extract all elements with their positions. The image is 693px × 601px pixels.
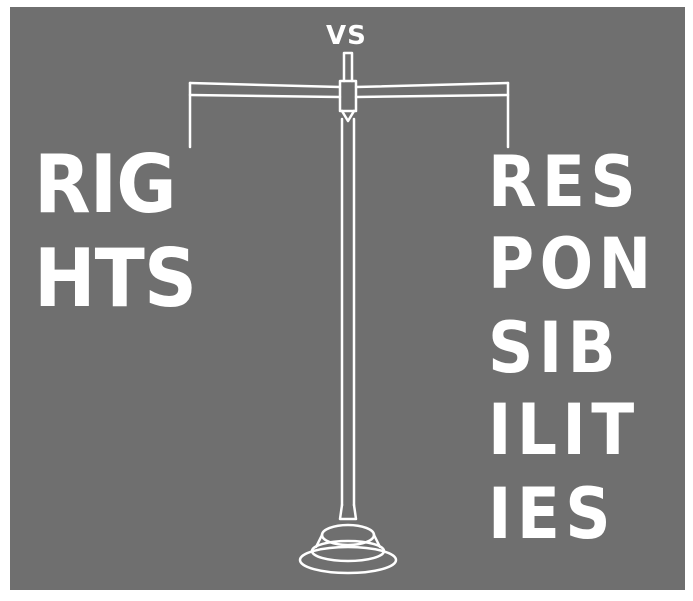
scale-crossbeam-left bbox=[190, 83, 340, 97]
responsibilities-line-3: SIB bbox=[488, 313, 621, 383]
responsibilities-line-5: IES bbox=[488, 479, 616, 549]
chalkboard-illustration: VS RIG HTS RES PON SIB ILIT IES bbox=[10, 7, 685, 590]
scale-collar bbox=[342, 111, 354, 121]
scale-finial bbox=[344, 53, 352, 81]
scale-neck bbox=[340, 505, 356, 519]
scale-crossbeam-right bbox=[356, 83, 508, 97]
responsibilities-line-1: RES bbox=[488, 147, 641, 217]
responsibilities-line-4: ILIT bbox=[488, 395, 640, 465]
scale-pivot bbox=[340, 81, 356, 111]
rights-line-1: RIG bbox=[34, 145, 176, 225]
scale-column bbox=[342, 119, 354, 505]
vs-label: VS bbox=[326, 23, 367, 49]
responsibilities-line-2: PON bbox=[488, 229, 657, 299]
rights-line-2: HTS bbox=[34, 239, 196, 319]
